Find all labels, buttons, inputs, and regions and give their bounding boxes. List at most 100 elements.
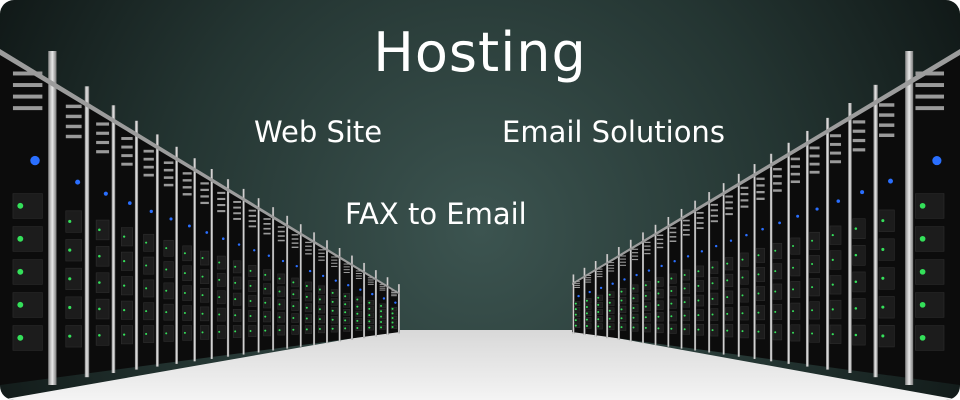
drive-bay: [277, 286, 286, 297]
rack-vent: [217, 197, 226, 201]
rack-post: [374, 270, 377, 337]
drive-led: [344, 319, 347, 322]
drive-led: [318, 298, 321, 301]
rack-vent: [773, 167, 782, 171]
rack-vent: [318, 259, 325, 261]
drive-led: [644, 305, 647, 308]
drive-bay: [232, 276, 242, 290]
rack-vent: [773, 182, 782, 185]
power-led: [729, 239, 733, 242]
drive-led: [585, 306, 588, 309]
drive-bay: [585, 304, 592, 310]
rack-vent: [756, 177, 765, 180]
drive-bay: [710, 324, 719, 337]
drive-bay: [656, 312, 664, 322]
drive-bay: [291, 277, 299, 288]
drive-led: [368, 307, 371, 310]
drive-led: [644, 326, 647, 329]
rack-vent: [12, 94, 43, 99]
drive-bay: [304, 314, 313, 323]
drive-led: [292, 293, 295, 296]
drive-led: [17, 268, 24, 275]
drive-bay: [263, 325, 271, 337]
drive-led: [792, 310, 795, 313]
drive-bay: [65, 296, 82, 319]
drive-bay: [878, 209, 895, 232]
drive-led: [757, 330, 760, 333]
rack-vent: [121, 154, 133, 158]
power-led: [647, 269, 651, 272]
drive-led: [726, 279, 729, 282]
rack-vent: [682, 219, 690, 222]
drive-led: [608, 325, 611, 328]
power-led: [334, 279, 338, 282]
drive-bay: [790, 324, 801, 342]
drive-led: [597, 311, 600, 314]
rack-vent: [343, 263, 350, 265]
rack-vent: [121, 145, 133, 149]
drive-bay: [852, 324, 866, 346]
drive-led: [68, 305, 72, 310]
drive-bay: [95, 272, 110, 293]
rack-vent: [343, 271, 350, 273]
power-led: [599, 286, 603, 290]
rack-vent: [65, 104, 82, 109]
drive-bay: [216, 325, 226, 339]
drive-led: [380, 315, 383, 318]
drive-led: [711, 266, 714, 269]
power-led: [932, 156, 942, 166]
rack-vent: [915, 71, 945, 76]
rack-post: [257, 198, 260, 353]
drive-bay: [682, 310, 691, 322]
drive-led: [657, 292, 660, 295]
rack-vent: [248, 220, 257, 223]
drive-bay: [355, 325, 363, 332]
rack-vent: [305, 245, 312, 247]
rack-vent: [656, 242, 664, 245]
drive-led: [368, 314, 371, 317]
drive-bay: [65, 267, 82, 291]
rack-vent: [65, 134, 82, 139]
rack-vent: [305, 253, 312, 255]
drive-bay: [596, 294, 603, 301]
drive-bay: [343, 317, 351, 324]
rack-post: [350, 255, 353, 340]
rack-vent: [669, 227, 677, 229]
drive-bay: [682, 296, 691, 308]
drive-bay: [120, 300, 133, 320]
drive-bay: [182, 285, 192, 301]
drive-led: [854, 227, 858, 230]
rack-vent: [12, 83, 43, 88]
drive-bay: [277, 273, 286, 284]
rack-top-rail: [0, 49, 400, 295]
drive-led: [811, 239, 814, 242]
power-led: [308, 269, 312, 273]
drive-bay: [143, 325, 155, 343]
drive-bay: [631, 323, 639, 332]
drive-bay: [317, 305, 326, 314]
drive-led: [122, 235, 126, 238]
rack-post: [787, 142, 790, 364]
power-led: [635, 273, 638, 277]
drive-bay: [619, 305, 627, 314]
rack-vent: [574, 285, 580, 287]
rack-post: [873, 84, 878, 378]
rack-vent: [790, 180, 800, 184]
drive-bay: [248, 295, 257, 307]
drive-led: [919, 268, 926, 275]
drive-bay: [379, 308, 386, 314]
power-led: [836, 199, 841, 203]
drive-led: [391, 326, 394, 329]
power-led: [253, 249, 256, 252]
drive-led: [98, 254, 101, 258]
rack-post: [694, 200, 697, 351]
drive-bay: [379, 314, 386, 319]
drive-led: [574, 308, 577, 311]
rack-vent: [669, 231, 677, 234]
drive-bay: [756, 247, 765, 263]
drive-bay: [263, 297, 271, 309]
rack-vent: [596, 268, 603, 270]
rack-vent: [233, 206, 241, 209]
rack-vent: [596, 271, 603, 273]
drive-bay: [12, 259, 43, 285]
